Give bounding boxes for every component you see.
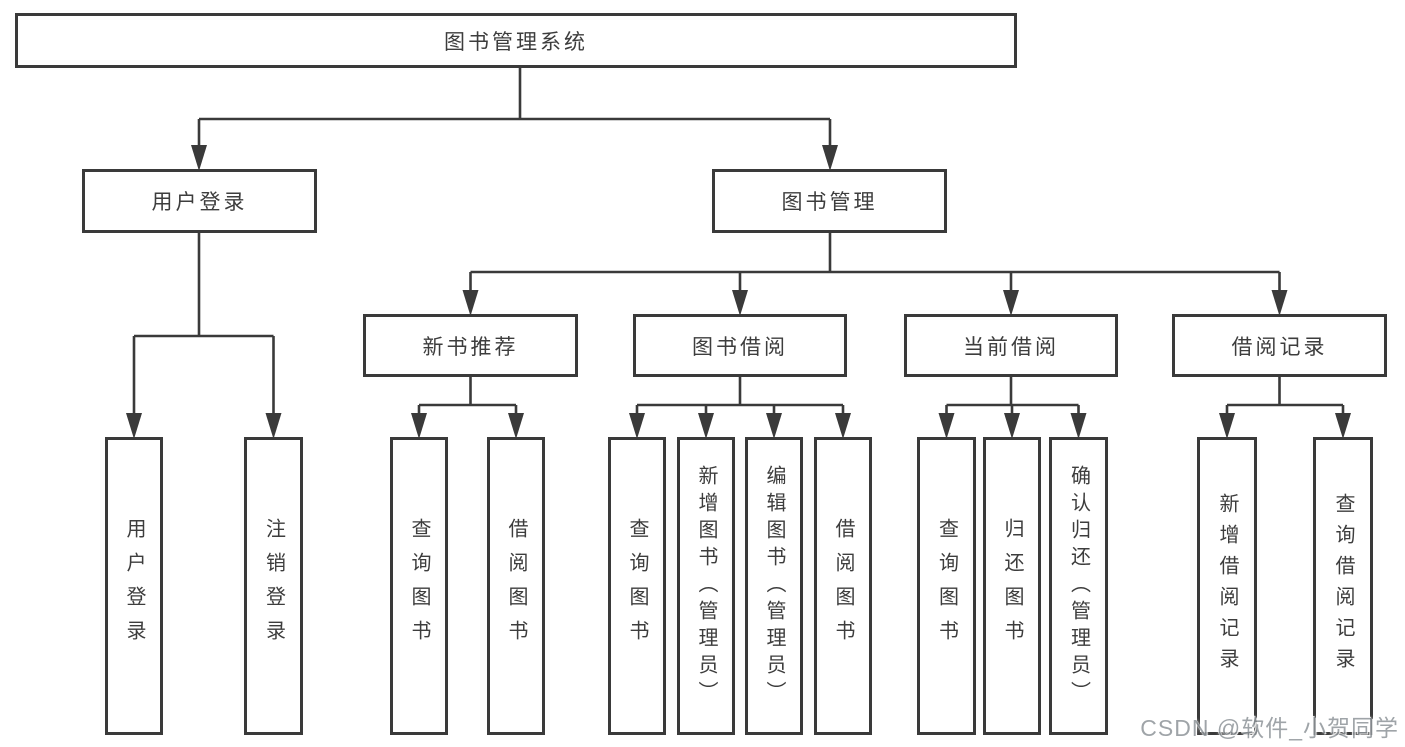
node-label: 新增借阅记录 [1216, 493, 1238, 679]
leaf-confirm-return-admin: 确认归还（管理员） [1049, 437, 1108, 735]
node-book-mgmt: 图书管理 [712, 169, 947, 233]
node-label: 查询图书 [935, 518, 958, 654]
node-label: 归还图书 [1001, 518, 1023, 654]
node-label: 借阅记录 [1231, 335, 1328, 359]
node-label: 注销登录 [262, 518, 285, 654]
leaf-edit-book-admin: 编辑图书（管理员） [745, 437, 803, 735]
node-label: 新书推荐 [422, 335, 519, 359]
node-label: 借阅图书 [832, 518, 854, 654]
node-borrow-records: 借阅记录 [1172, 314, 1387, 377]
leaf-return-book: 归还图书 [983, 437, 1041, 735]
leaf-query-books-recommend: 查询图书 [390, 437, 448, 735]
node-user-login: 用户登录 [82, 169, 317, 233]
node-label: 新增图书（管理员） [695, 464, 717, 708]
leaf-query-borrow-record: 查询借阅记录 [1313, 437, 1373, 735]
node-root: 图书管理系统 [15, 13, 1017, 68]
leaf-add-book-admin: 新增图书（管理员） [677, 437, 735, 735]
node-book-borrow: 图书借阅 [633, 314, 847, 377]
node-new-book-recommend: 新书推荐 [363, 314, 578, 377]
node-label: 图书管理系统 [444, 30, 588, 54]
node-label: 图书借阅 [692, 335, 788, 359]
node-label: 借阅图书 [505, 518, 527, 654]
node-label: 用户登录 [151, 191, 248, 214]
node-label: 查询图书 [626, 518, 648, 654]
node-label: 查询借阅记录 [1332, 493, 1354, 679]
node-label: 用户登录 [123, 518, 145, 654]
node-label: 编辑图书（管理员） [763, 464, 785, 708]
leaf-logout: 注销登录 [244, 437, 303, 735]
leaf-query-books-current: 查询图书 [917, 437, 976, 735]
node-label: 当前借阅 [963, 335, 1059, 359]
leaf-query-books-borrow: 查询图书 [608, 437, 666, 735]
leaf-user-login: 用户登录 [105, 437, 163, 735]
leaf-borrow-books-borrow: 借阅图书 [814, 437, 872, 735]
node-label: 确认归还（管理员） [1067, 464, 1090, 708]
node-current-borrow: 当前借阅 [904, 314, 1118, 377]
node-label: 图书管理 [781, 191, 878, 214]
leaf-add-borrow-record: 新增借阅记录 [1197, 437, 1257, 735]
csdn-watermark: CSDN @软件_小贺同学 [1140, 715, 1399, 741]
node-label: 查询图书 [408, 518, 430, 654]
leaf-borrow-books-recommend: 借阅图书 [487, 437, 545, 735]
